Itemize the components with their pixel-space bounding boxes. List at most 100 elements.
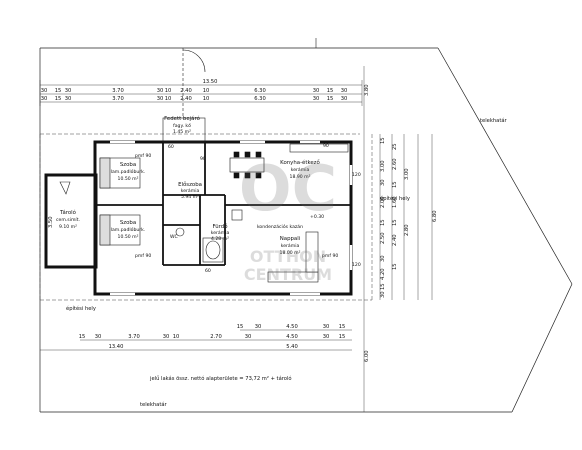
- label-epitesi-hely-bottom: építési hely: [66, 305, 96, 312]
- window-tags: pmf 90 90 120 pmf 90 60 90 60 pmf 90 120: [135, 143, 361, 274]
- dim-bottom-row-3: 13.40 5.40: [109, 344, 298, 350]
- svg-text:lam.padlóburk.: lam.padlóburk.: [111, 226, 146, 233]
- svg-text:1.45 m²: 1.45 m²: [173, 129, 191, 135]
- dim-value: 10: [165, 96, 172, 102]
- building-line: [39, 133, 373, 301]
- svg-text:pmf 90: pmf 90: [135, 253, 151, 259]
- svg-text:9.10 m²: 9.10 m²: [59, 224, 77, 230]
- dim-value: 2.00: [380, 196, 386, 208]
- svg-text:120: 120: [352, 262, 361, 268]
- svg-text:Nappali: Nappali: [280, 236, 300, 242]
- dim-right-top: 3.80: [364, 84, 370, 96]
- svg-text:kondenzációs kazán: kondenzációs kazán: [257, 223, 303, 230]
- porch: [162, 48, 206, 143]
- svg-text:OC: OC: [239, 152, 337, 225]
- right-dimension-lines: [363, 66, 433, 412]
- dim-value: 13.40: [109, 344, 124, 350]
- dim-value: 15: [380, 137, 386, 144]
- dim-value: 15: [380, 283, 386, 290]
- svg-text:90: 90: [200, 156, 206, 162]
- svg-text:4.28 m²: 4.28 m²: [211, 236, 229, 242]
- kitchen-counter: [289, 143, 349, 153]
- svg-text:120: 120: [352, 172, 361, 178]
- dim-value: 3.70: [112, 96, 124, 102]
- dim-value: 30: [163, 334, 170, 340]
- dim-value: 2.60: [392, 158, 398, 170]
- svg-text:60: 60: [168, 144, 174, 150]
- room-furdo: Fürdő kerámia 4.28 m²: [211, 224, 230, 242]
- dim-value: 15: [79, 334, 86, 340]
- dim-value: 3.00: [404, 168, 410, 180]
- svg-text:lam.padlóburk.: lam.padlóburk.: [111, 168, 146, 175]
- label-epitesi-hely-right: építési hely: [380, 195, 410, 202]
- toilet-icon: [175, 227, 185, 237]
- dim-stack-c: 3.002.80: [404, 168, 410, 236]
- dim-value: 30: [65, 88, 72, 94]
- dim-value: 5.40: [286, 344, 298, 350]
- dim-value: 30: [341, 88, 348, 94]
- room-nappali: kondenzációs kazán Nappali kerámia 18.00…: [257, 223, 303, 256]
- svg-text:90: 90: [323, 143, 329, 149]
- room-szoba-1: Szoba lam.padlóburk. 10.50 m²: [111, 162, 146, 182]
- svg-text:fagy. kő: fagy. kő: [173, 123, 191, 129]
- dim-value: 10: [173, 334, 180, 340]
- outer-walls: [44, 140, 353, 296]
- dim-value: 15: [237, 324, 244, 330]
- dim-value: 15: [327, 96, 334, 102]
- dim-value: 3.70: [112, 88, 124, 94]
- dim-value: 30: [95, 334, 102, 340]
- dim-value: 15: [380, 219, 386, 226]
- svg-text:kerámia: kerámia: [181, 187, 200, 194]
- dim-value: 4.50: [286, 334, 298, 340]
- dim-left-side: 3.50: [48, 216, 54, 228]
- dim-value: 30: [157, 88, 164, 94]
- dim-value: 30: [323, 334, 330, 340]
- dim-value: 10: [165, 88, 172, 94]
- label-elevation: +0.30: [310, 214, 324, 220]
- dim-value: 2.70: [210, 334, 222, 340]
- bed: [99, 214, 141, 246]
- dim-value: 6.30: [254, 88, 266, 94]
- svg-text:Szoba: Szoba: [120, 162, 136, 168]
- dim-right-mid: 6.80: [432, 210, 438, 222]
- windows: [110, 140, 353, 296]
- bathtub: [202, 237, 224, 263]
- svg-text:10.50 m²: 10.50 m²: [118, 234, 139, 240]
- dim-value: 15: [327, 88, 334, 94]
- svg-text:kerámia: kerámia: [211, 229, 230, 236]
- dim-value: 3.00: [380, 160, 386, 172]
- dim-value: 15: [392, 219, 398, 226]
- room-wc: WC: [170, 234, 178, 240]
- svg-text:kerámia: kerámia: [281, 242, 300, 249]
- dim-value: 1.60: [392, 196, 398, 208]
- dim-value: 15: [55, 88, 62, 94]
- dim-value: 30: [41, 88, 48, 94]
- room-fedett: Fedett bejáró fagy. kő 1.45 m²: [164, 115, 200, 135]
- dim-value: 2.40: [392, 234, 398, 246]
- dim-value: 10: [203, 88, 210, 94]
- dim-value: 15: [55, 96, 62, 102]
- dim-top-total: 13.50: [203, 79, 218, 85]
- inner-walls: [95, 142, 351, 266]
- svg-text:Előszoba: Előszoba: [178, 182, 202, 188]
- dim-value: 30: [313, 96, 320, 102]
- svg-text:18.90 m²: 18.90 m²: [290, 174, 311, 180]
- room-eloszoba: Előszoba kerámia 5.94 m²: [178, 182, 202, 200]
- dim-value: 30: [157, 96, 164, 102]
- dim-value: 15: [339, 334, 346, 340]
- svg-text:Fedett bejáró: Fedett bejáró: [164, 115, 200, 122]
- svg-text:5.94 m²: 5.94 m²: [181, 194, 199, 200]
- dim-value: 3.70: [128, 334, 140, 340]
- dim-value: 15: [392, 263, 398, 270]
- dim-value: 30: [245, 334, 252, 340]
- dim-value: 30: [380, 291, 386, 298]
- dim-value: 15: [339, 324, 346, 330]
- svg-text:60: 60: [205, 268, 211, 274]
- dim-value: 2.40: [180, 88, 192, 94]
- label-summary: jelű lakás össz. nettó alapterülete = 73…: [149, 375, 292, 382]
- dim-value: 30: [380, 179, 386, 186]
- dim-value: 6.30: [254, 96, 266, 102]
